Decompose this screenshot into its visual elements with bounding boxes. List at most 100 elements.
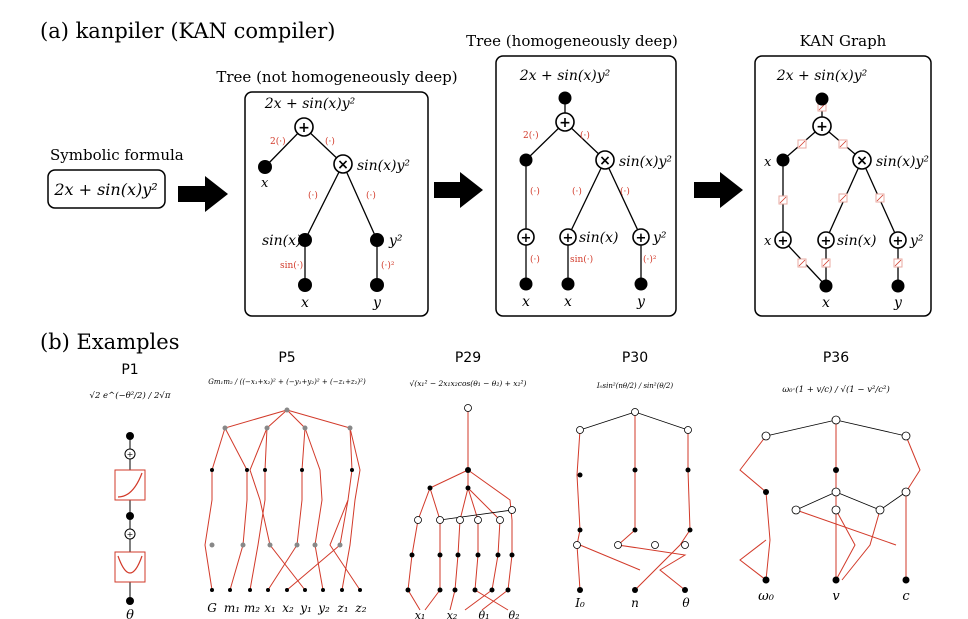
leaf-node-icon — [634, 277, 648, 291]
add-node-icon — [294, 117, 314, 137]
arrow-right-icon — [178, 176, 228, 212]
edge-label: (·) — [366, 190, 376, 201]
edge-label: (·) — [580, 130, 590, 141]
node-icon — [815, 92, 829, 106]
example-id: P5 — [278, 350, 295, 366]
leaf-node-icon — [298, 278, 312, 292]
leaf-label: y₂ — [317, 601, 330, 615]
node-icon — [126, 432, 134, 440]
node-label: y² — [652, 230, 667, 246]
svg-text:+: + — [127, 450, 134, 459]
formula-text: 2x + sin(x)y² — [53, 180, 157, 199]
leaf-label: x₂ — [447, 609, 458, 619]
edge-label: sin(·) — [280, 260, 303, 271]
example-formula: √2 e^(−θ²/2) / 2√π — [90, 390, 171, 401]
leaf-node-icon — [819, 279, 833, 293]
multiply-node-icon — [595, 150, 615, 170]
multiply-node-icon — [852, 150, 872, 170]
svg-text:+: + — [559, 115, 571, 131]
edge-label: (·)² — [643, 254, 657, 265]
arrow-right-icon — [434, 172, 483, 208]
svg-text:+: + — [298, 120, 310, 136]
leaf-label: c — [902, 589, 910, 604]
leaf-label: y — [372, 295, 382, 311]
svg-text:×: × — [856, 153, 868, 169]
leaf-label: I₀ — [574, 596, 585, 610]
add-node-icon — [559, 228, 577, 246]
svg-text:+: + — [821, 234, 832, 249]
node-label: y² — [388, 233, 403, 249]
leaf-label: m₁ — [224, 601, 240, 615]
node-label: x — [261, 176, 269, 191]
leaf-label: y — [893, 295, 903, 311]
symbolic-formula-label: Symbolic formula — [50, 146, 184, 164]
node-icon — [558, 91, 572, 105]
leaf-node-icon — [258, 160, 272, 174]
leaf-label: m₂ — [244, 601, 260, 615]
leaf-label: x₁ — [415, 609, 426, 619]
leaf-node-icon — [370, 278, 384, 292]
edge-label: (·) — [572, 186, 582, 197]
svg-text:×: × — [599, 153, 611, 169]
node-icon — [776, 153, 790, 167]
node-icon — [126, 512, 134, 520]
add-node-icon — [517, 228, 535, 246]
add-node-icon — [555, 112, 575, 132]
leaf-label: ω₀ — [758, 589, 775, 604]
example-id: P1 — [121, 362, 138, 378]
tree-2-title: Tree (homogeneously deep) — [466, 32, 678, 50]
leaf-label: θ — [126, 608, 134, 619]
svg-text:×: × — [337, 157, 349, 173]
edge-label: (·) — [530, 186, 540, 197]
node-label: y² — [909, 233, 924, 249]
tree-2-box — [495, 55, 677, 317]
leaf-label: θ₁ — [478, 609, 489, 619]
leaf-label: n — [631, 596, 639, 610]
node-label: sin(x) — [262, 233, 302, 249]
leaf-node-icon — [126, 597, 134, 605]
tree-1-title: Tree (not homogeneously deep) — [216, 68, 457, 86]
node-label: x — [764, 155, 772, 170]
example-p36: P36 ω₀·(1 + v/c) / √(1 − v²/c²) ω₀ — [739, 350, 921, 604]
kan-graph-title: KAN Graph — [800, 32, 887, 50]
tree-1: Tree (not homogeneously deep) 2x + sin(x… — [216, 68, 458, 317]
kan-graph-box — [754, 55, 932, 317]
example-p29: P29 √(x₁² − 2x₁x₂cos(θ₁ − θ₂) + x₂²) x₁ … — [405, 350, 527, 619]
edge-label: (·) — [308, 190, 318, 201]
leaf-label: y — [636, 294, 646, 310]
edge-label: (·) — [620, 186, 630, 197]
kan-graph-root-expr: 2x + sin(x)y² — [776, 68, 868, 84]
node-icon — [519, 153, 533, 167]
example-formula: √(x₁² − 2x₁x₂cos(θ₁ − θ₂) + x₂²) — [410, 379, 527, 388]
formula-box — [47, 169, 166, 209]
add-node-icon — [812, 116, 832, 136]
svg-text:+: + — [778, 234, 789, 249]
node-label: x — [764, 234, 772, 249]
leaf-node-icon — [891, 279, 905, 293]
example-p1: P1 √2 e^(−θ²/2) / 2√π + + θ — [90, 362, 171, 619]
tree-1-box — [244, 91, 429, 317]
svg-text:+: + — [636, 231, 647, 246]
leaf-label: x — [522, 294, 530, 310]
example-formula: ω₀·(1 + v/c) / √(1 − v²/c²) — [782, 384, 890, 395]
tree-2: Tree (homogeneously deep) 2x + sin(x)y² … — [466, 32, 678, 317]
kan-graph: KAN Graph 2x + sin(x)y² + × + + — [754, 32, 932, 317]
add-node-icon — [889, 231, 907, 249]
example-formula: I₀sin²(nθ/2) / sin²(θ/2) — [596, 382, 673, 390]
edge-label: sin(·) — [570, 254, 593, 265]
add-node-icon — [124, 448, 136, 460]
example-p5: P5 Gm₁m₂ / ((−x₁+x₂)² + (−y₁+y₂)² + (−z₁… — [204, 350, 367, 615]
arrow-right-icon — [694, 172, 743, 208]
svg-text:+: + — [521, 231, 532, 246]
node-label: sin(x)y² — [357, 158, 410, 174]
tree-2-root-expr: 2x + sin(x)y² — [519, 68, 611, 84]
svg-text:+: + — [127, 530, 134, 539]
example-id: P36 — [823, 350, 849, 366]
leaf-label: x₁ — [264, 601, 276, 615]
node-label: sin(x)y² — [876, 154, 929, 170]
edge-label: (·) — [530, 254, 540, 265]
part-a-heading: (a) kanpiler (KAN compiler) — [40, 19, 335, 43]
leaf-label: x — [822, 295, 830, 311]
leaf-label: y₁ — [299, 601, 312, 615]
